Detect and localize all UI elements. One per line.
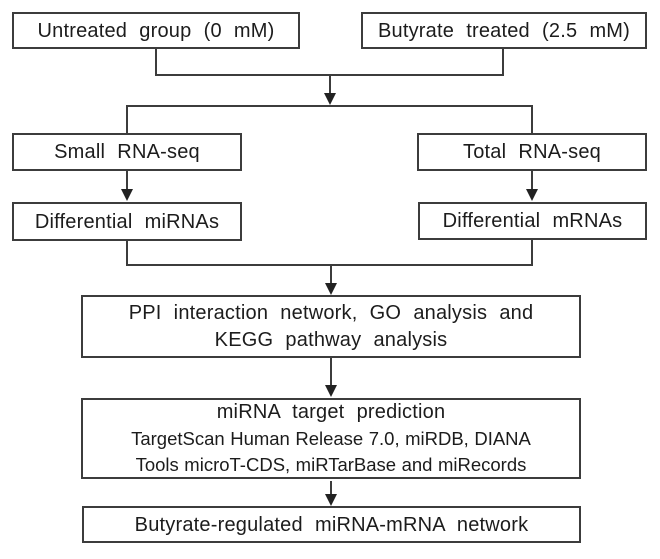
connector-diffmi-stub <box>126 241 128 266</box>
node-ppi-go-kegg-analysis: PPI interaction network, GO analysis and… <box>81 295 581 358</box>
target-to-network-arrowhead-icon <box>325 494 337 506</box>
target-prediction-line2: TargetScan Human Release 7.0, miRDB, DIA… <box>131 428 531 449</box>
network-label: Butyrate-regulated miRNA-mRNA network <box>134 513 529 536</box>
target-prediction-title: miRNA target prediction <box>216 401 446 423</box>
connector-small-to-diffmi-shaft <box>126 171 128 190</box>
node-butyrate-mirna-mrna-network: Butyrate-regulated miRNA-mRNA network <box>82 506 581 543</box>
ppi-to-target-arrowhead-icon <box>325 385 337 397</box>
node-mirna-target-prediction: miRNA target prediction TargetScan Human… <box>81 398 581 479</box>
node-untreated-group-label: Untreated group (0 mM) <box>37 19 275 42</box>
connector-merge2-arrow-shaft <box>330 266 332 284</box>
target-prediction-line3: Tools microT-CDS, miRTarBase and miRecor… <box>135 454 527 475</box>
connector-target-to-network-shaft <box>330 481 332 495</box>
node-differential-mirnas: Differential miRNAs <box>12 202 242 241</box>
node-differential-mrnas-label: Differential mRNAs <box>442 210 623 232</box>
connector-split-right-stub <box>531 105 533 133</box>
node-butyrate-treated: Butyrate treated (2.5 mM) <box>361 12 647 49</box>
node-differential-mrnas: Differential mRNAs <box>418 202 647 240</box>
node-small-rna-seq: Small RNA-seq <box>12 133 242 171</box>
ppi-line1: PPI interaction network, GO analysis and <box>128 301 534 324</box>
connector-merge1-line <box>155 74 504 76</box>
connector-merge1-arrow-shaft <box>329 76 331 94</box>
connector-merge2-line <box>126 264 533 266</box>
total-to-diffm-arrowhead-icon <box>526 189 538 201</box>
node-small-rna-seq-label: Small RNA-seq <box>54 141 200 163</box>
ppi-line2: KEGG pathway analysis <box>214 328 448 351</box>
node-differential-mirnas-label: Differential miRNAs <box>34 210 220 233</box>
connector-split-line <box>126 105 533 107</box>
connector-split-left-stub <box>126 105 128 133</box>
node-untreated-group: Untreated group (0 mM) <box>12 12 300 49</box>
connector-total-to-diffm-shaft <box>531 171 533 190</box>
node-butyrate-treated-label: Butyrate treated (2.5 mM) <box>377 19 631 42</box>
merge2-arrowhead-icon <box>325 283 337 295</box>
connector-ppi-to-target-shaft <box>330 358 332 386</box>
node-total-rna-seq-label: Total RNA-seq <box>463 141 601 163</box>
node-total-rna-seq: Total RNA-seq <box>417 133 647 171</box>
small-to-diffmi-arrowhead-icon <box>121 189 133 201</box>
connector-butyrate-stub <box>502 49 504 76</box>
connector-untreated-stub <box>155 49 157 76</box>
connector-diffm-stub <box>531 240 533 266</box>
merge1-arrowhead-icon <box>324 93 336 105</box>
